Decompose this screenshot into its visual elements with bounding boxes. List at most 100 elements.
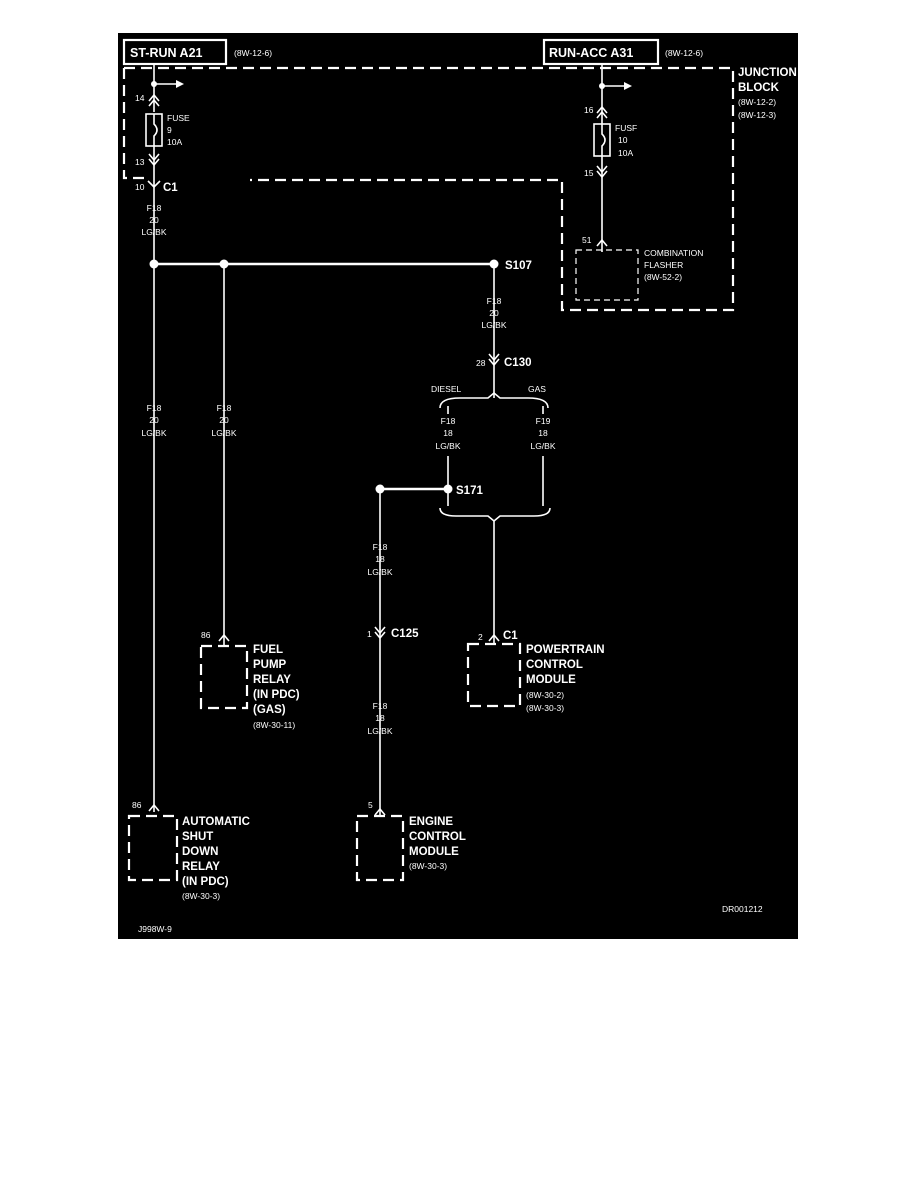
svg-text:LG/BK: LG/BK bbox=[481, 320, 506, 330]
fuse-9-rating: 10A bbox=[167, 137, 182, 147]
svg-text:PUMP: PUMP bbox=[253, 659, 287, 671]
svg-text:ENGINE: ENGINE bbox=[409, 816, 453, 828]
c1-top-label: C1 bbox=[163, 182, 178, 194]
run-acc-source: RUN-ACC A31 (8W-12-6) bbox=[542, 38, 703, 66]
svg-text:20: 20 bbox=[489, 308, 499, 318]
ecm-pin: 5 bbox=[368, 800, 373, 810]
splice-s171: S171 bbox=[375, 484, 483, 497]
svg-text:MODULE: MODULE bbox=[409, 846, 459, 858]
svg-text:(8W-12-3): (8W-12-3) bbox=[738, 110, 776, 120]
svg-text:(8W-30-3): (8W-30-3) bbox=[409, 861, 447, 871]
svg-text:LG/BK: LG/BK bbox=[141, 428, 166, 438]
fuse-9-label: FUSE bbox=[167, 113, 190, 123]
junction-block-outline bbox=[122, 66, 735, 312]
svg-text:F18: F18 bbox=[373, 542, 388, 552]
fuse-10-number: 10 bbox=[618, 135, 628, 145]
fuse-10-branch: 16 FUSF 10 10A 15 bbox=[584, 64, 637, 252]
svg-text:SHUT: SHUT bbox=[182, 831, 213, 843]
svg-text:18: 18 bbox=[375, 554, 385, 564]
fuse-9-number: 9 bbox=[167, 125, 172, 135]
svg-text:(8W-12-2): (8W-12-2) bbox=[738, 97, 776, 107]
engine-control-module: 5 ENGINE CONTROL MODULE (8W-30-3) bbox=[355, 800, 466, 882]
junction-block-label: JUNCTION BLOCK (8W-12-2) (8W-12-3) bbox=[738, 67, 797, 120]
svg-text:POWERTRAIN: POWERTRAIN bbox=[526, 644, 605, 656]
svg-text:RELAY: RELAY bbox=[182, 861, 220, 873]
svg-text:18: 18 bbox=[538, 428, 548, 438]
svg-text:CONTROL: CONTROL bbox=[409, 831, 466, 843]
fuse-9-branch: 14 FUSE 9 10A 13 10 C1 bbox=[135, 64, 190, 194]
st-run-label: ST-RUN A21 bbox=[130, 46, 203, 60]
fuse-9-pin-bottom: 13 bbox=[135, 157, 145, 167]
st-run-ref: (8W-12-6) bbox=[234, 48, 272, 58]
page-code: J998W-9 bbox=[138, 924, 172, 934]
svg-text:20: 20 bbox=[149, 215, 159, 225]
svg-text:LG/BK: LG/BK bbox=[435, 441, 460, 451]
variant-diesel: DIESEL bbox=[431, 384, 462, 394]
run-acc-ref: (8W-12-6) bbox=[665, 48, 703, 58]
svg-text:FUEL: FUEL bbox=[253, 644, 283, 656]
merge-to-pcm: 2 C1 bbox=[439, 507, 551, 644]
svg-text:(8W-30-2): (8W-30-2) bbox=[526, 690, 564, 700]
svg-text:18: 18 bbox=[443, 428, 453, 438]
c1-top-pin: 10 bbox=[135, 182, 145, 192]
svg-text:(8W-30-3): (8W-30-3) bbox=[182, 891, 220, 901]
figure-code: DR001212 bbox=[722, 904, 763, 914]
st-run-source: ST-RUN A21 (8W-12-6) bbox=[122, 38, 272, 66]
svg-text:LG/BK: LG/BK bbox=[211, 428, 236, 438]
svg-text:LG/BK: LG/BK bbox=[367, 726, 392, 736]
fuse-10-pin-top: 16 bbox=[584, 105, 594, 115]
asd-relay-pin: 86 bbox=[132, 800, 142, 810]
automatic-shut-down-relay: 86 AUTOMATIC SHUT DOWN RELAY (IN PDC) (8… bbox=[127, 800, 250, 901]
fuse-9-pin-top: 14 bbox=[135, 93, 145, 103]
c1-pcm-pin: 2 bbox=[478, 632, 483, 642]
svg-text:(8W-30-11): (8W-30-11) bbox=[253, 720, 295, 730]
svg-text:MODULE: MODULE bbox=[526, 674, 576, 686]
combination-flasher: 51 COMBINATION FLASHER (8W-52-2) bbox=[575, 235, 703, 301]
diagram-background bbox=[118, 33, 798, 939]
svg-text:20: 20 bbox=[149, 415, 159, 425]
fuel-pump-relay-pin: 86 bbox=[201, 630, 211, 640]
powertrain-control-module: POWERTRAIN CONTROL MODULE (8W-30-2) (8W-… bbox=[466, 642, 605, 713]
splice-s107-bus: S107 bbox=[149, 259, 532, 272]
fuse-10-rating: 10A bbox=[618, 148, 633, 158]
variant-split: DIESEL GAS bbox=[431, 384, 549, 414]
wire-diesel-leg: F18 18 LG/BK bbox=[435, 416, 461, 506]
wire-s107-to-c130: F18 20 LG/BK 28 C130 bbox=[476, 264, 532, 398]
svg-text:(IN PDC): (IN PDC) bbox=[182, 876, 229, 888]
svg-text:F18: F18 bbox=[373, 701, 388, 711]
wire-f18-20-top: F18 20 LG/BK bbox=[141, 192, 167, 264]
svg-text:RELAY: RELAY bbox=[253, 674, 291, 686]
wire-gas-leg: F19 18 LG/BK bbox=[530, 416, 556, 506]
c130-label: C130 bbox=[504, 357, 532, 369]
svg-text:FLASHER: FLASHER bbox=[644, 260, 683, 270]
combination-flasher-pin: 51 bbox=[582, 235, 592, 245]
variant-gas: GAS bbox=[528, 384, 546, 394]
svg-text:DOWN: DOWN bbox=[182, 846, 218, 858]
svg-text:(8W-30-3): (8W-30-3) bbox=[526, 703, 564, 713]
svg-text:F18: F18 bbox=[147, 403, 162, 413]
wire-to-fuel-pump-relay: F18 20 LG/BK bbox=[211, 264, 237, 646]
svg-text:LG/BK: LG/BK bbox=[530, 441, 555, 451]
svg-text:F18: F18 bbox=[441, 416, 456, 426]
svg-text:JUNCTION: JUNCTION bbox=[738, 67, 797, 79]
run-acc-label: RUN-ACC A31 bbox=[549, 46, 633, 60]
svg-text:COMBINATION: COMBINATION bbox=[644, 248, 703, 258]
fuel-pump-relay: 86 FUEL PUMP RELAY (IN PDC) (GAS) (8W-30… bbox=[199, 630, 300, 730]
svg-text:20: 20 bbox=[219, 415, 229, 425]
svg-text:18: 18 bbox=[375, 713, 385, 723]
svg-text:(GAS): (GAS) bbox=[253, 704, 286, 716]
c125-pin: 1 bbox=[367, 629, 372, 639]
c125-label: C125 bbox=[391, 628, 419, 640]
svg-text:F19: F19 bbox=[536, 416, 551, 426]
wire-s171-to-ecm: F18 18 LG/BK 1 C125 F18 18 LG/BK bbox=[367, 489, 419, 816]
svg-text:F18: F18 bbox=[147, 203, 162, 213]
fuse-10-label: FUSF bbox=[615, 123, 637, 133]
c1-pcm-label: C1 bbox=[503, 630, 518, 642]
svg-text:(IN PDC): (IN PDC) bbox=[253, 689, 300, 701]
svg-text:F18: F18 bbox=[487, 296, 502, 306]
wire-to-asd-relay: F18 20 LG/BK bbox=[141, 264, 167, 812]
svg-text:CONTROL: CONTROL bbox=[526, 659, 583, 671]
svg-text:(8W-52-2): (8W-52-2) bbox=[644, 272, 682, 282]
svg-text:F18: F18 bbox=[217, 403, 232, 413]
